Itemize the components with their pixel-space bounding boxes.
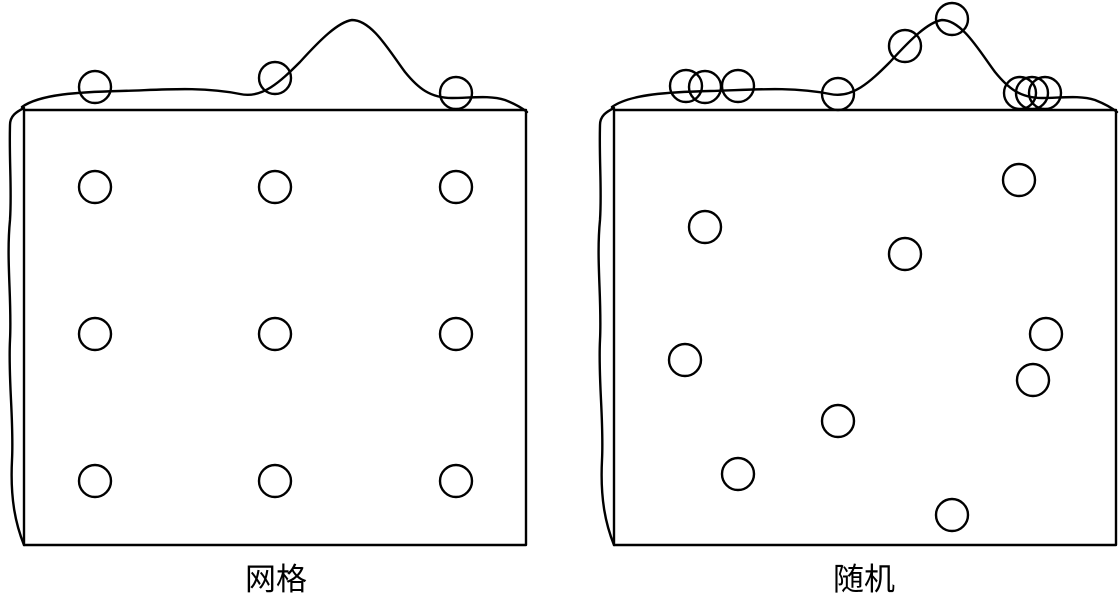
sample-circle	[1001, 162, 1037, 198]
sample-circle	[438, 75, 474, 111]
grid-panel-samples	[77, 169, 474, 499]
sample-circle	[257, 60, 293, 96]
sample-circle	[667, 342, 703, 378]
sample-circle	[1028, 316, 1064, 352]
grid-panel-top-samples	[77, 60, 474, 111]
sample-circle	[687, 209, 723, 245]
sample-circle	[1027, 75, 1063, 111]
sample-circle	[687, 69, 723, 105]
sample-circle	[820, 76, 856, 112]
sample-circle	[438, 463, 474, 499]
grid-panel-caption: 网格	[245, 562, 307, 598]
sample-circle	[77, 69, 113, 105]
random-panel-caption: 随机	[833, 562, 895, 598]
random-panel	[597, 1, 1119, 547]
random-panel-top-samples	[668, 1, 1063, 112]
grid-panel-square	[22, 108, 528, 547]
grid-panel-left-edge	[7, 106, 26, 547]
sample-circle	[934, 1, 970, 37]
sample-circle	[720, 68, 756, 104]
random-panel-profile-curve	[610, 18, 1119, 114]
sample-circle	[887, 236, 923, 272]
grid-panel	[7, 18, 529, 547]
sample-circle	[257, 316, 293, 352]
sample-circle	[1015, 362, 1051, 398]
sample-circle	[720, 456, 756, 492]
sample-circle	[257, 463, 293, 499]
sample-circle	[438, 169, 474, 205]
sample-circle	[1002, 75, 1038, 111]
random-panel-samples	[667, 162, 1064, 533]
sample-circle	[77, 463, 113, 499]
sample-circle	[934, 497, 970, 533]
sample-circle	[668, 68, 704, 104]
sample-circle	[77, 169, 113, 205]
sample-circle	[438, 316, 474, 352]
sample-circle	[1014, 75, 1050, 111]
grid-panel-profile-curve	[20, 18, 529, 114]
random-panel-left-edge	[597, 106, 616, 547]
random-panel-square	[612, 108, 1118, 547]
sample-circle	[820, 403, 856, 439]
sample-circle	[77, 316, 113, 352]
sample-circle	[887, 28, 923, 64]
sample-circle	[257, 169, 293, 205]
